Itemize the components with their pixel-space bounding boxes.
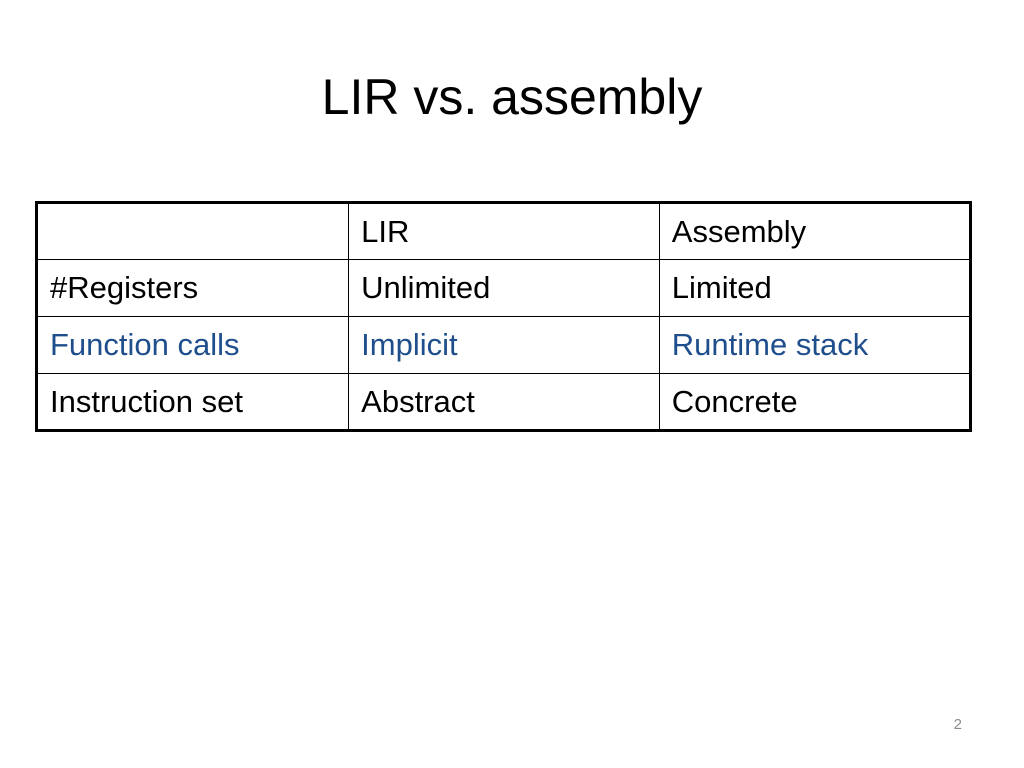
table-row: #Registers Unlimited Limited <box>35 259 972 317</box>
cell-lir-instruction-set: Abstract <box>348 373 660 431</box>
cell-assembly-function-calls: Runtime stack <box>658 316 972 374</box>
cell-assembly-registers: Limited <box>658 259 972 317</box>
cell-assembly-instruction-set: Concrete <box>658 373 972 431</box>
table-header-row: LIR Assembly <box>35 202 972 260</box>
slide-title: LIR vs. assembly <box>321 69 703 125</box>
row-label-registers: #Registers <box>35 259 350 317</box>
row-label-instruction-set: Instruction set <box>35 373 350 431</box>
header-cell-empty <box>35 202 350 260</box>
table-row: Function calls Implicit Runtime stack <box>35 316 972 374</box>
header-cell-assembly: Assembly <box>658 202 972 260</box>
page-number: 2 <box>953 716 962 733</box>
header-cell-lir: LIR <box>348 202 660 260</box>
cell-lir-registers: Unlimited <box>348 259 660 317</box>
comparison-table: LIR Assembly #Registers Unlimited Limite… <box>35 201 972 432</box>
cell-lir-function-calls: Implicit <box>348 316 660 374</box>
table-row: Instruction set Abstract Concrete <box>35 373 972 431</box>
row-label-function-calls: Function calls <box>35 316 350 374</box>
